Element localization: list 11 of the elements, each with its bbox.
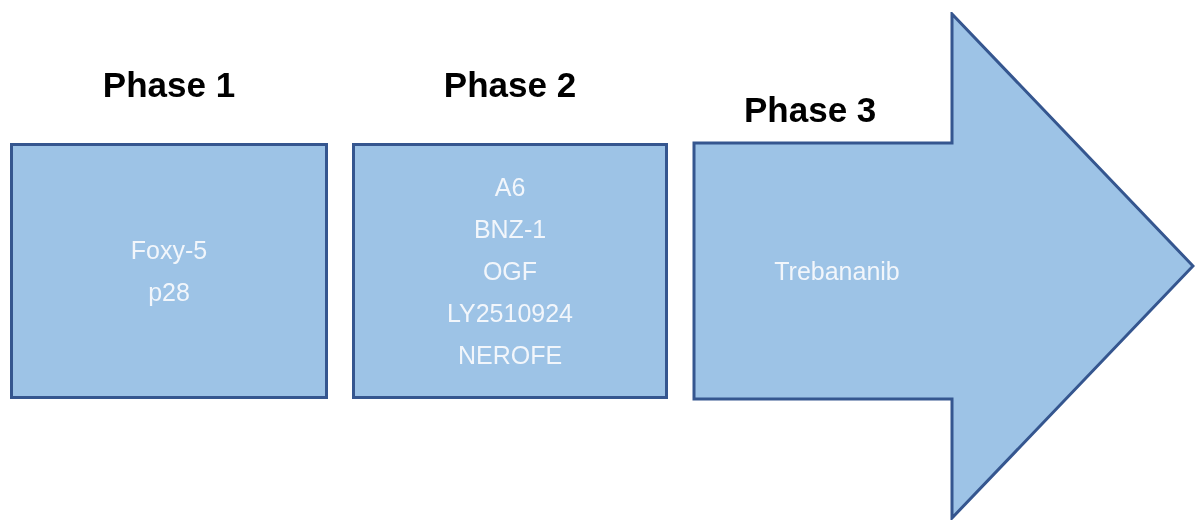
drug-name: BNZ-1 (473, 214, 547, 245)
drug-name: OGF (482, 256, 538, 287)
drug-name: Foxy-5 (130, 235, 208, 266)
drug-name: Trebananib (774, 256, 900, 287)
drug-name: A6 (494, 172, 526, 203)
phase-heading: Phase 1 (101, 67, 237, 102)
drug-name: NEROFE (457, 340, 563, 371)
drug-name: p28 (148, 277, 190, 308)
phase-heading: Phase 3 (744, 92, 877, 127)
drug-name: LY2510924 (446, 298, 574, 329)
phase-heading: Phase 2 (442, 67, 578, 102)
